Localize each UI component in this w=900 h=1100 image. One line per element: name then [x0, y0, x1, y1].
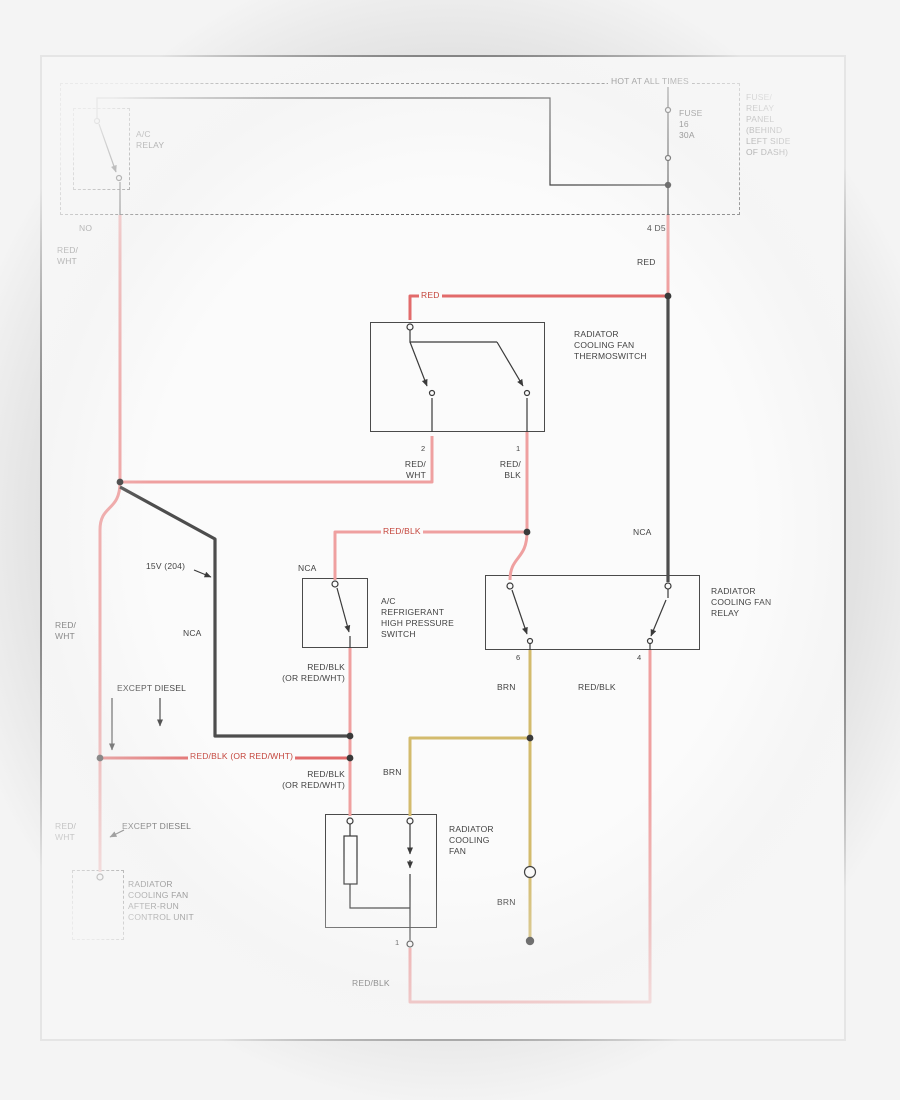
wire-brn-branch-to-fan: [408, 736, 530, 816]
wire-label-red-wht-left-2: RED/ WHT: [55, 821, 77, 843]
relay-contact-terminal: [664, 582, 672, 590]
nca-label-left: NCA: [183, 628, 202, 638]
relay-terminal-6: [526, 637, 534, 645]
thermoswitch-contact-1: [523, 389, 531, 397]
wire-red-to-thermoswitch: [408, 294, 668, 320]
wire-label-red-blk-or-2: RED/BLK (OR RED/WHT): [282, 769, 345, 791]
wire-label-brn-2: BRN: [383, 767, 402, 777]
pressure-switch-label: A/C REFRIGERANT HIGH PRESSURE SWITCH: [381, 596, 454, 640]
fan-label: RADIATOR COOLING FAN: [449, 824, 494, 857]
thermoswitch-arm-2: [409, 341, 428, 387]
fan-relay-label: RADIATOR COOLING FAN RELAY: [711, 586, 772, 619]
nca-label-relay: NCA: [633, 527, 652, 537]
relay-switch-arm: [650, 599, 667, 637]
fan-terminal-left: [346, 817, 354, 825]
thermoswitch-label: RADIATOR COOLING FAN THERMOSWITCH: [574, 329, 647, 362]
wire-red-blk-to-relay-coil: [508, 531, 529, 581]
fuse-terminal-bottom: [664, 154, 672, 162]
relay-coil-arm: [511, 589, 528, 635]
fan-terminal-1-label: 1: [395, 938, 400, 947]
fan-terminal-right: [406, 817, 414, 825]
ac-relay-terminal-bottom: [115, 174, 123, 182]
fuse-label: FUSE 16 30A: [679, 108, 703, 141]
ac-relay-terminal-top: [93, 117, 101, 125]
wire-label-brn-3: BRN: [497, 897, 516, 907]
relay-terminal-4: [646, 637, 654, 645]
terminal-no-label: NO: [79, 223, 93, 233]
fan-terminal-1: [406, 940, 414, 948]
thermoswitch-feed-terminal: [406, 323, 414, 331]
except-diesel-label-2: EXCEPT DIESEL: [122, 821, 192, 831]
wire-label-red-blk-bottom: RED/BLK: [352, 978, 390, 988]
thermoswitch-arm-1: [496, 341, 524, 387]
wire-label-brn-1: BRN: [497, 682, 516, 692]
inline-connector: [523, 865, 537, 879]
circuit-lines: [96, 84, 669, 940]
nca-label-pressure: NCA: [298, 563, 317, 573]
ground-point: [525, 936, 535, 946]
wire-red-wht-left-mid: [98, 481, 122, 760]
wire-label-red-blk-mid: RED/ BLK: [499, 459, 521, 481]
pressure-switch-terminal: [331, 580, 339, 588]
connector-15v-label: 15V (204): [146, 561, 186, 571]
wire-dark-step: [119, 485, 350, 738]
relay-coil-terminal: [506, 582, 514, 590]
wire-label-red-blk-or-1: RED/BLK (OR RED/WHT): [282, 662, 345, 684]
thermoswitch-common-line: [409, 330, 497, 343]
fan-resistor: [343, 835, 358, 885]
after-run-terminal: [96, 873, 104, 881]
thermoswitch-terminal-1-label: 1: [516, 444, 521, 453]
fan-internal-bus: [349, 884, 410, 909]
except-diesel-label-1: EXCEPT DIESEL: [117, 683, 187, 693]
fuse-terminal-top: [664, 106, 672, 114]
pressure-switch-arm: [336, 587, 351, 633]
wire-label-red-blk-inline: RED/BLK: [381, 526, 423, 538]
connector-pointer: [193, 569, 212, 578]
thermoswitch-terminal-2-label: 2: [421, 444, 426, 453]
relay-terminal-4-label: 4: [637, 653, 642, 662]
wire-label-red-wht-left: RED/ WHT: [55, 620, 77, 642]
wire-label-red-inline: RED: [419, 290, 442, 302]
junction-dots: [96, 181, 672, 762]
ac-relay-switch-arm: [98, 123, 117, 173]
wire-label-red-right: RED: [637, 257, 656, 267]
fuse-panel-label: FUSE/ RELAY PANEL (BEHIND LEFT SIDE OF D…: [746, 92, 791, 158]
thermoswitch-contact-2: [428, 389, 436, 397]
relay-terminal-6-label: 6: [516, 653, 521, 662]
terminal-4d5-label: 4 D5: [647, 223, 666, 233]
ac-relay-label: A/C RELAY: [136, 129, 165, 151]
wire-label-red-wht-mid: RED/ WHT: [404, 459, 426, 481]
hot-at-all-times-label: HOT AT ALL TIMES: [608, 76, 692, 88]
wire-red-blk-to-pressure-switch: [333, 530, 527, 580]
wire-red-wht-thermo-t2: [120, 436, 434, 484]
wire-label-diesel-red: RED/BLK (OR RED/WHT): [188, 751, 296, 763]
wire-label-red-wht-top: RED/ WHT: [57, 245, 79, 267]
wire-label-red-blk-right: RED/BLK: [578, 682, 616, 692]
panel-feed-line: [96, 97, 668, 186]
after-run-label: RADIATOR COOLING FAN AFTER-RUN CONTROL U…: [128, 879, 194, 923]
